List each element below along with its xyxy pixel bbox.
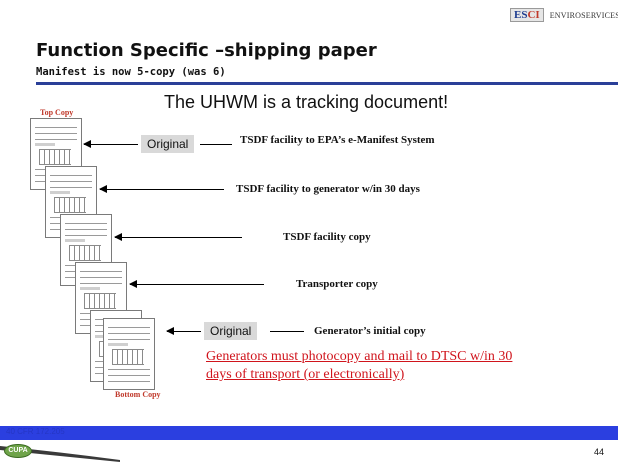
esci-logo-company: ENVIROSERVICES, INC. [549, 11, 618, 20]
bottom-copy-label: Bottom Copy [115, 390, 161, 399]
page-number: 44 [594, 447, 605, 457]
slide-subtitle: Manifest is now 5-copy (was 6) [36, 66, 226, 78]
esci-logo-mark-main: ES [514, 9, 528, 21]
copy-destination-4: Transporter copy [296, 278, 378, 290]
footer-bar: 40 CFR 172.205 [0, 426, 618, 440]
copy-destination-5: Generator’s initial copy [314, 325, 426, 337]
headline: The UHWM is a tracking document! [164, 92, 449, 112]
copy-destination-3: TSDF facility copy [283, 231, 371, 243]
manifest-copy-6 [103, 318, 155, 390]
generator-note: Generators must photocopy and mail to DT… [206, 349, 513, 382]
copy-destination-1: TSDF facility to EPA’s e-Manifest System [240, 134, 435, 146]
title-underline-rule [36, 82, 618, 85]
esci-logo-mark-accent: CI [527, 9, 540, 21]
arrow-left-icon [99, 185, 224, 193]
cupa-logo: CUPA [4, 444, 32, 458]
copy-destination-2: TSDF facility to generator w/in 30 days [236, 183, 420, 195]
arrow-left-icon [83, 140, 138, 148]
connector-line [270, 331, 304, 332]
original-badge-bottom: Original [204, 322, 258, 340]
original-badge-top: Original [141, 135, 195, 153]
esci-logo-mark: ESCI [510, 8, 544, 22]
arrow-left-icon [114, 233, 242, 241]
arrow-left-icon [166, 327, 201, 335]
connector-line [200, 144, 232, 145]
top-copy-label: Top Copy [40, 108, 74, 117]
slide-title: Function Specific –shipping paper [36, 40, 377, 61]
arrow-left-icon [129, 280, 264, 288]
footer-citation: 40 CFR 172.205 [6, 427, 65, 436]
esci-logo: ESCI ENVIROSERVICES, INC. [510, 5, 618, 22]
